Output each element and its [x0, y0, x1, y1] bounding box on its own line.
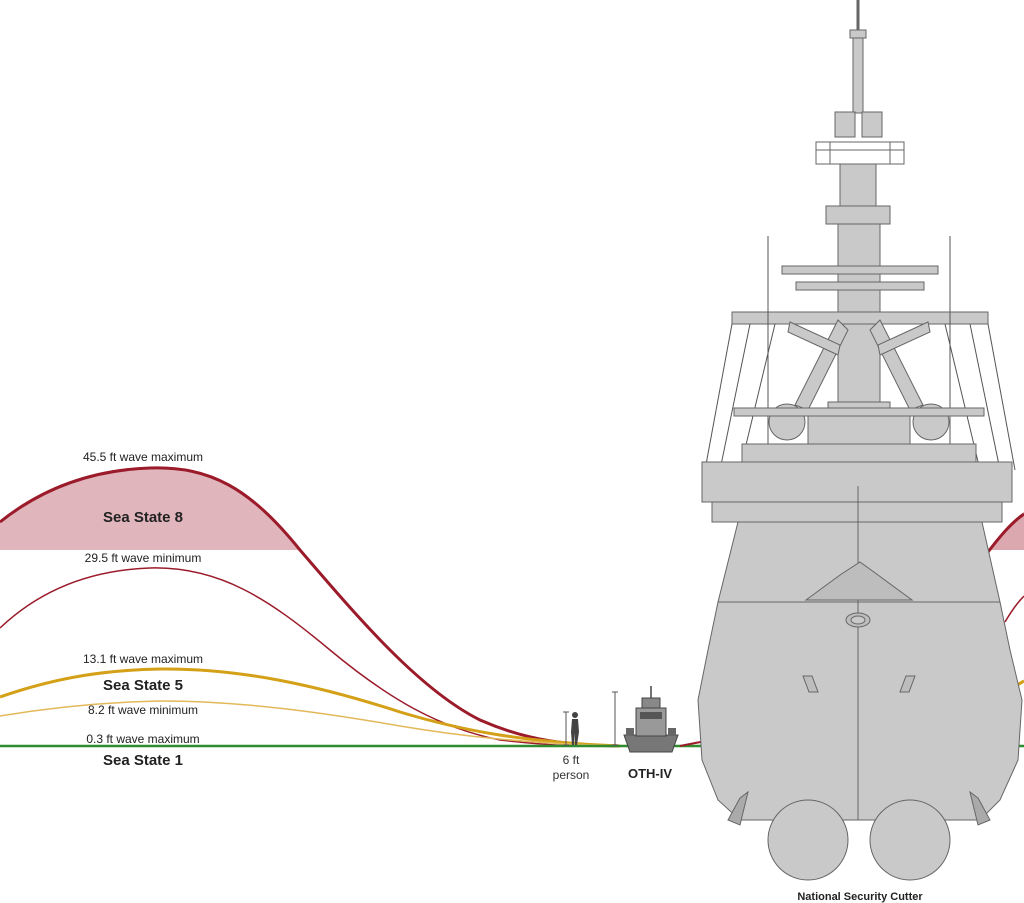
sea-state-8-max-wave: [0, 466, 621, 748]
sea-state-5-max-wave: [0, 667, 621, 748]
sea-state-1-max-label: 0.3 ft wave maximum: [86, 732, 199, 746]
sea-state-5-max-label: 13.1 ft wave maximum: [83, 652, 203, 666]
sea-state-8-min-wave: [0, 567, 621, 748]
sea-state-5-min-wave: [0, 700, 621, 747]
sea-state-5-label: Sea State 5: [103, 677, 183, 694]
sea-state-8-max-label: 45.5 ft wave maximum: [83, 450, 203, 464]
oth-iv-boat-icon: [612, 686, 679, 753]
right-sea-state-8-min-wave: [1004, 595, 1024, 623]
oth-iv-label: OTH-IV: [628, 766, 672, 781]
person-figure-icon: [563, 711, 579, 746]
sea-state-8-max-fill: [0, 467, 300, 550]
sea-state-1-label: Sea State 1: [103, 752, 183, 769]
ship-front-icon: [697, 0, 1023, 881]
sea-state-8-label: Sea State 8: [103, 509, 183, 526]
person-label: person: [553, 768, 590, 782]
person-height-label: 6 ft: [563, 753, 580, 767]
sea-state-5-min-label: 8.2 ft wave minimum: [88, 703, 198, 717]
sea-state-8-min-label: 29.5 ft wave minimum: [85, 551, 202, 565]
ship-label: National Security Cutter: [797, 891, 923, 903]
